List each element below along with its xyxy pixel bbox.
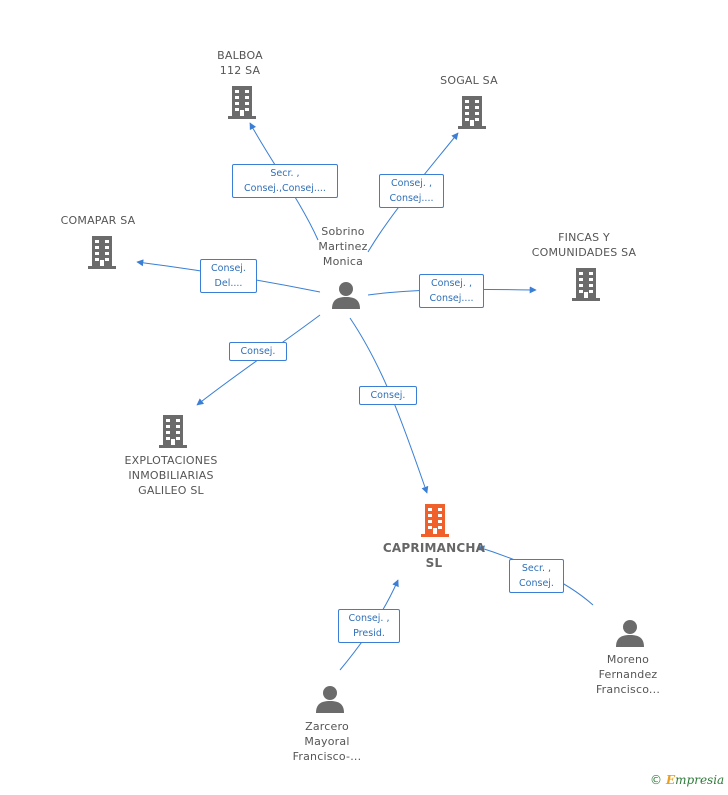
node-label-line: EXPLOTACIONES [124, 454, 218, 467]
node-label-caprimancha[interactable]: CAPRIMANCHA SL [374, 541, 494, 571]
node-label-line: CAPRIMANCHA [382, 541, 486, 555]
person-icon [316, 686, 344, 713]
building-icon [159, 415, 187, 448]
node-label-zarcero[interactable]: Zarcero Mayoral Francisco-... [277, 719, 377, 764]
edge-label-fincas[interactable]: Consej. , Consej.... [419, 274, 484, 308]
node-label-line: Zarcero [305, 720, 349, 733]
node-label-line: Martinez [318, 240, 368, 253]
node-label-moreno[interactable]: Moreno Fernandez Francisco... [578, 652, 678, 697]
node-label-line: Monica [322, 255, 364, 268]
node-label-explotaciones[interactable]: EXPLOTACIONES INMOBILIARIAS GALILEO SL [111, 453, 231, 498]
person-icon [616, 620, 644, 647]
node-label-comapar[interactable]: COMAPAR SA [48, 213, 148, 228]
node-label-line: Francisco-... [292, 750, 362, 763]
copyright-icon: © [650, 773, 662, 787]
building-icon [88, 236, 116, 269]
node-label-line: COMUNIDADES SA [531, 246, 637, 259]
edge-label-line: Consej. [240, 346, 276, 357]
edge-label-line: Consej.,Consej.... [244, 183, 326, 194]
node-label-line: Francisco... [595, 683, 661, 696]
node-label-line: Sobrino [321, 225, 365, 238]
edge-label-comapar[interactable]: Consej. Del.... [200, 259, 257, 293]
edge-label-line: Consej.... [429, 293, 474, 304]
person-icon [332, 282, 360, 309]
building-icon [228, 86, 256, 119]
node-label-line: SL [425, 556, 443, 570]
edge-label-line: Del.... [214, 278, 243, 289]
node-label-line: Moreno [606, 653, 650, 666]
brand-initial: E [666, 773, 676, 787]
brand-rest: mpresia [675, 773, 725, 787]
node-label-balboa[interactable]: BALBOA 112 SA [190, 48, 290, 78]
node-label-line: Mayoral [304, 735, 350, 748]
edge-line-caprimancha [349, 317, 429, 494]
edge-label-line: Consej. , [348, 613, 390, 624]
edge-label-moreno[interactable]: Secr. , Consej. [509, 559, 564, 593]
edge-label-line: Secr. , [521, 563, 552, 574]
building-icon [458, 96, 486, 129]
edge-label-line: Consej. [211, 263, 246, 274]
building-icon-main [421, 504, 449, 537]
edge-label-caprimancha[interactable]: Consej. [359, 386, 417, 405]
edge-label-explotaciones[interactable]: Consej. [229, 342, 287, 361]
edge-label-line: Consej.... [389, 193, 434, 204]
edge-label-line: Consej. [519, 578, 554, 589]
empresia-logo: © Empresia [650, 773, 724, 787]
node-label-sobrino[interactable]: Sobrino Martinez Monica [293, 224, 393, 269]
edge-label-balboa[interactable]: Secr. , Consej.,Consej.... [232, 164, 338, 198]
node-label-line: COMAPAR SA [60, 214, 136, 227]
node-label-line: FINCAS Y [558, 231, 610, 244]
node-label-line: BALBOA [217, 49, 263, 62]
node-label-line: GALILEO SL [138, 484, 204, 497]
edge-label-zarcero[interactable]: Consej. , Presid. [338, 609, 400, 643]
node-label-line: INMOBILIARIAS [128, 469, 214, 482]
node-label-sogal[interactable]: SOGAL SA [419, 73, 519, 88]
edge-label-line: Consej. [370, 390, 406, 401]
node-label-fincas[interactable]: FINCAS Y COMUNIDADES SA [524, 230, 644, 260]
edge-label-line: Consej. , [391, 178, 432, 189]
edge-label-line: Presid. [353, 628, 385, 639]
edge-label-line: Consej. , [431, 278, 472, 289]
node-label-line: Fernandez [598, 668, 658, 681]
node-label-line: 112 SA [219, 64, 261, 77]
node-label-line: SOGAL SA [440, 74, 498, 87]
building-icon [572, 268, 600, 301]
edge-label-line: Secr. , [270, 168, 300, 179]
edge-label-sogal[interactable]: Consej. , Consej.... [379, 174, 444, 208]
